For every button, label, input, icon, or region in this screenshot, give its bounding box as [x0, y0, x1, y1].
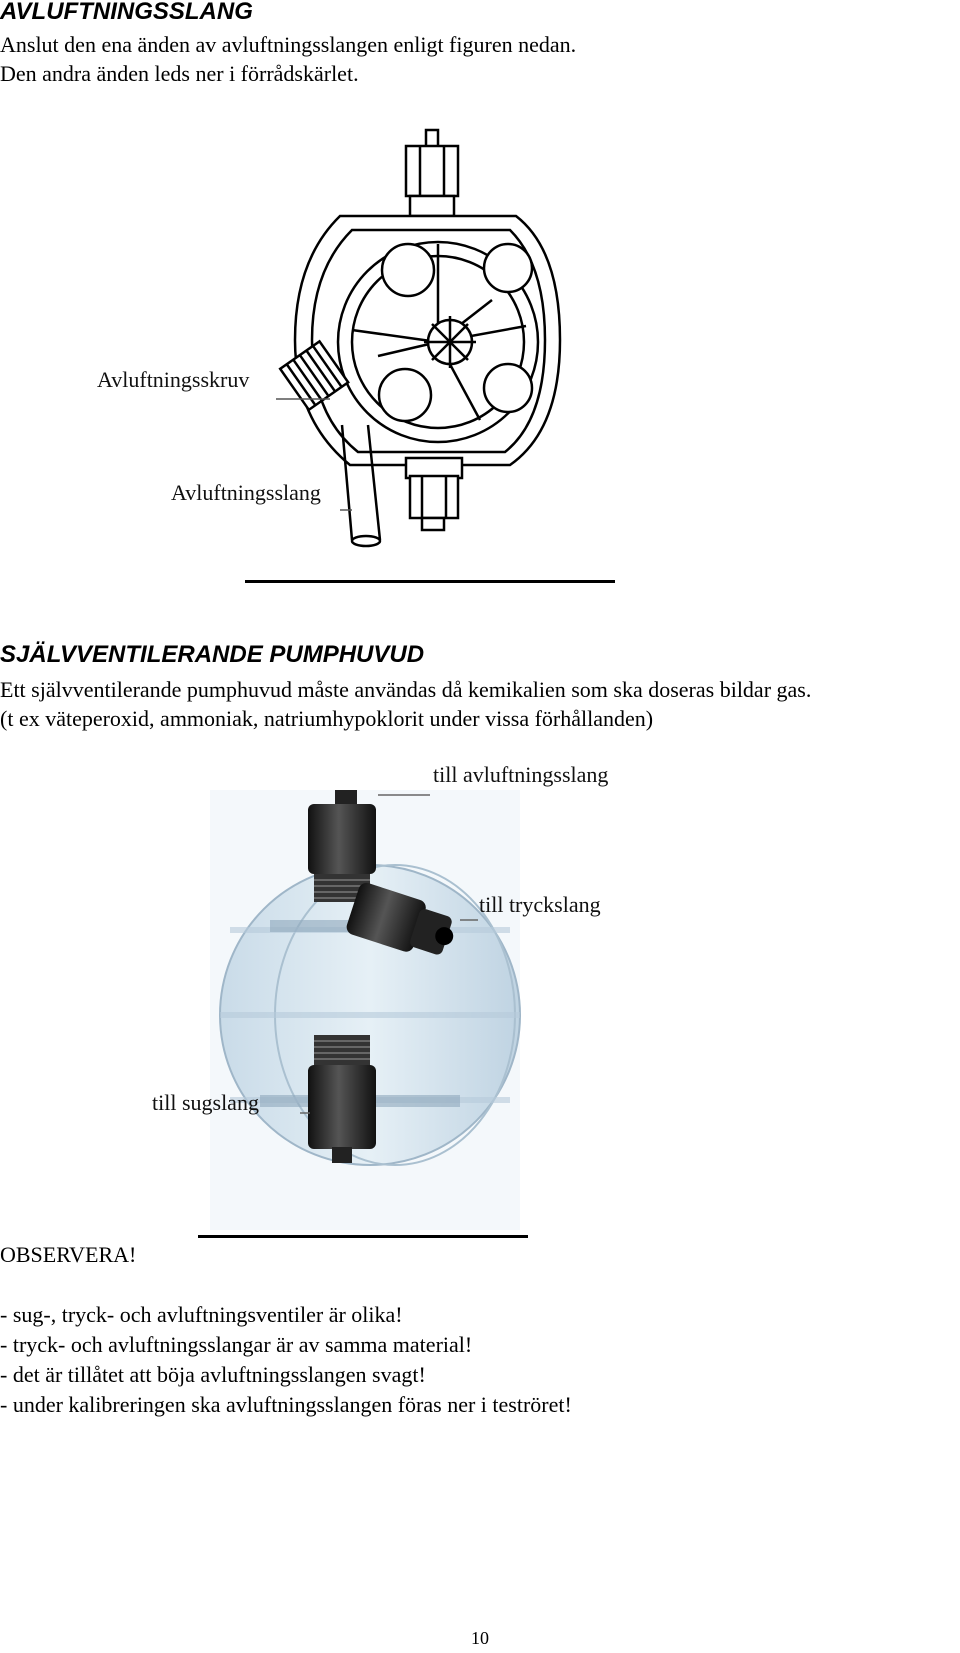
notice-item: - tryck- och avluftningsslangar är av sa…	[0, 1332, 473, 1357]
label-to-vent-hose: till avluftningsslang	[433, 762, 609, 787]
label-vent-hose: Avluftningsslang	[171, 480, 321, 505]
self-venting-pump-head-illustration	[210, 790, 521, 1230]
section-heading-self-venting-pump-head: SJÄLVVENTILERANDE PUMPHUVUD	[0, 641, 425, 668]
section-heading-avluftningsslang: AVLUFTNINGSSLANG	[0, 0, 253, 25]
notice-title: OBSERVERA!	[0, 1242, 137, 1267]
paragraph-line: Den andra änden leds ner i förrådskärlet…	[0, 61, 359, 86]
figure-divider	[198, 1235, 528, 1238]
paragraph-line: Anslut den ena änden av avluftningsslang…	[0, 32, 577, 57]
notice-item: - under kalibreringen ska avluftningssla…	[0, 1392, 572, 1417]
pump-head-drawing	[276, 128, 562, 548]
label-to-suction-hose: till sugslang	[152, 1090, 259, 1115]
notice-item: - sug-, tryck- och avluftningsventiler ä…	[0, 1302, 403, 1327]
paragraph-line: (t ex väteperoxid, ammoniak, natriumhypo…	[0, 706, 654, 731]
label-to-pressure-hose: till tryckslang	[479, 892, 601, 917]
notice-item: - det är tillåtet att böja avluftningssl…	[0, 1362, 426, 1387]
page-number: 10	[471, 1628, 489, 1648]
figure-divider	[245, 580, 615, 583]
label-vent-screw: Avluftningsskruv	[97, 367, 250, 392]
paragraph-line: Ett självventilerande pumphuvud måste an…	[0, 677, 812, 702]
